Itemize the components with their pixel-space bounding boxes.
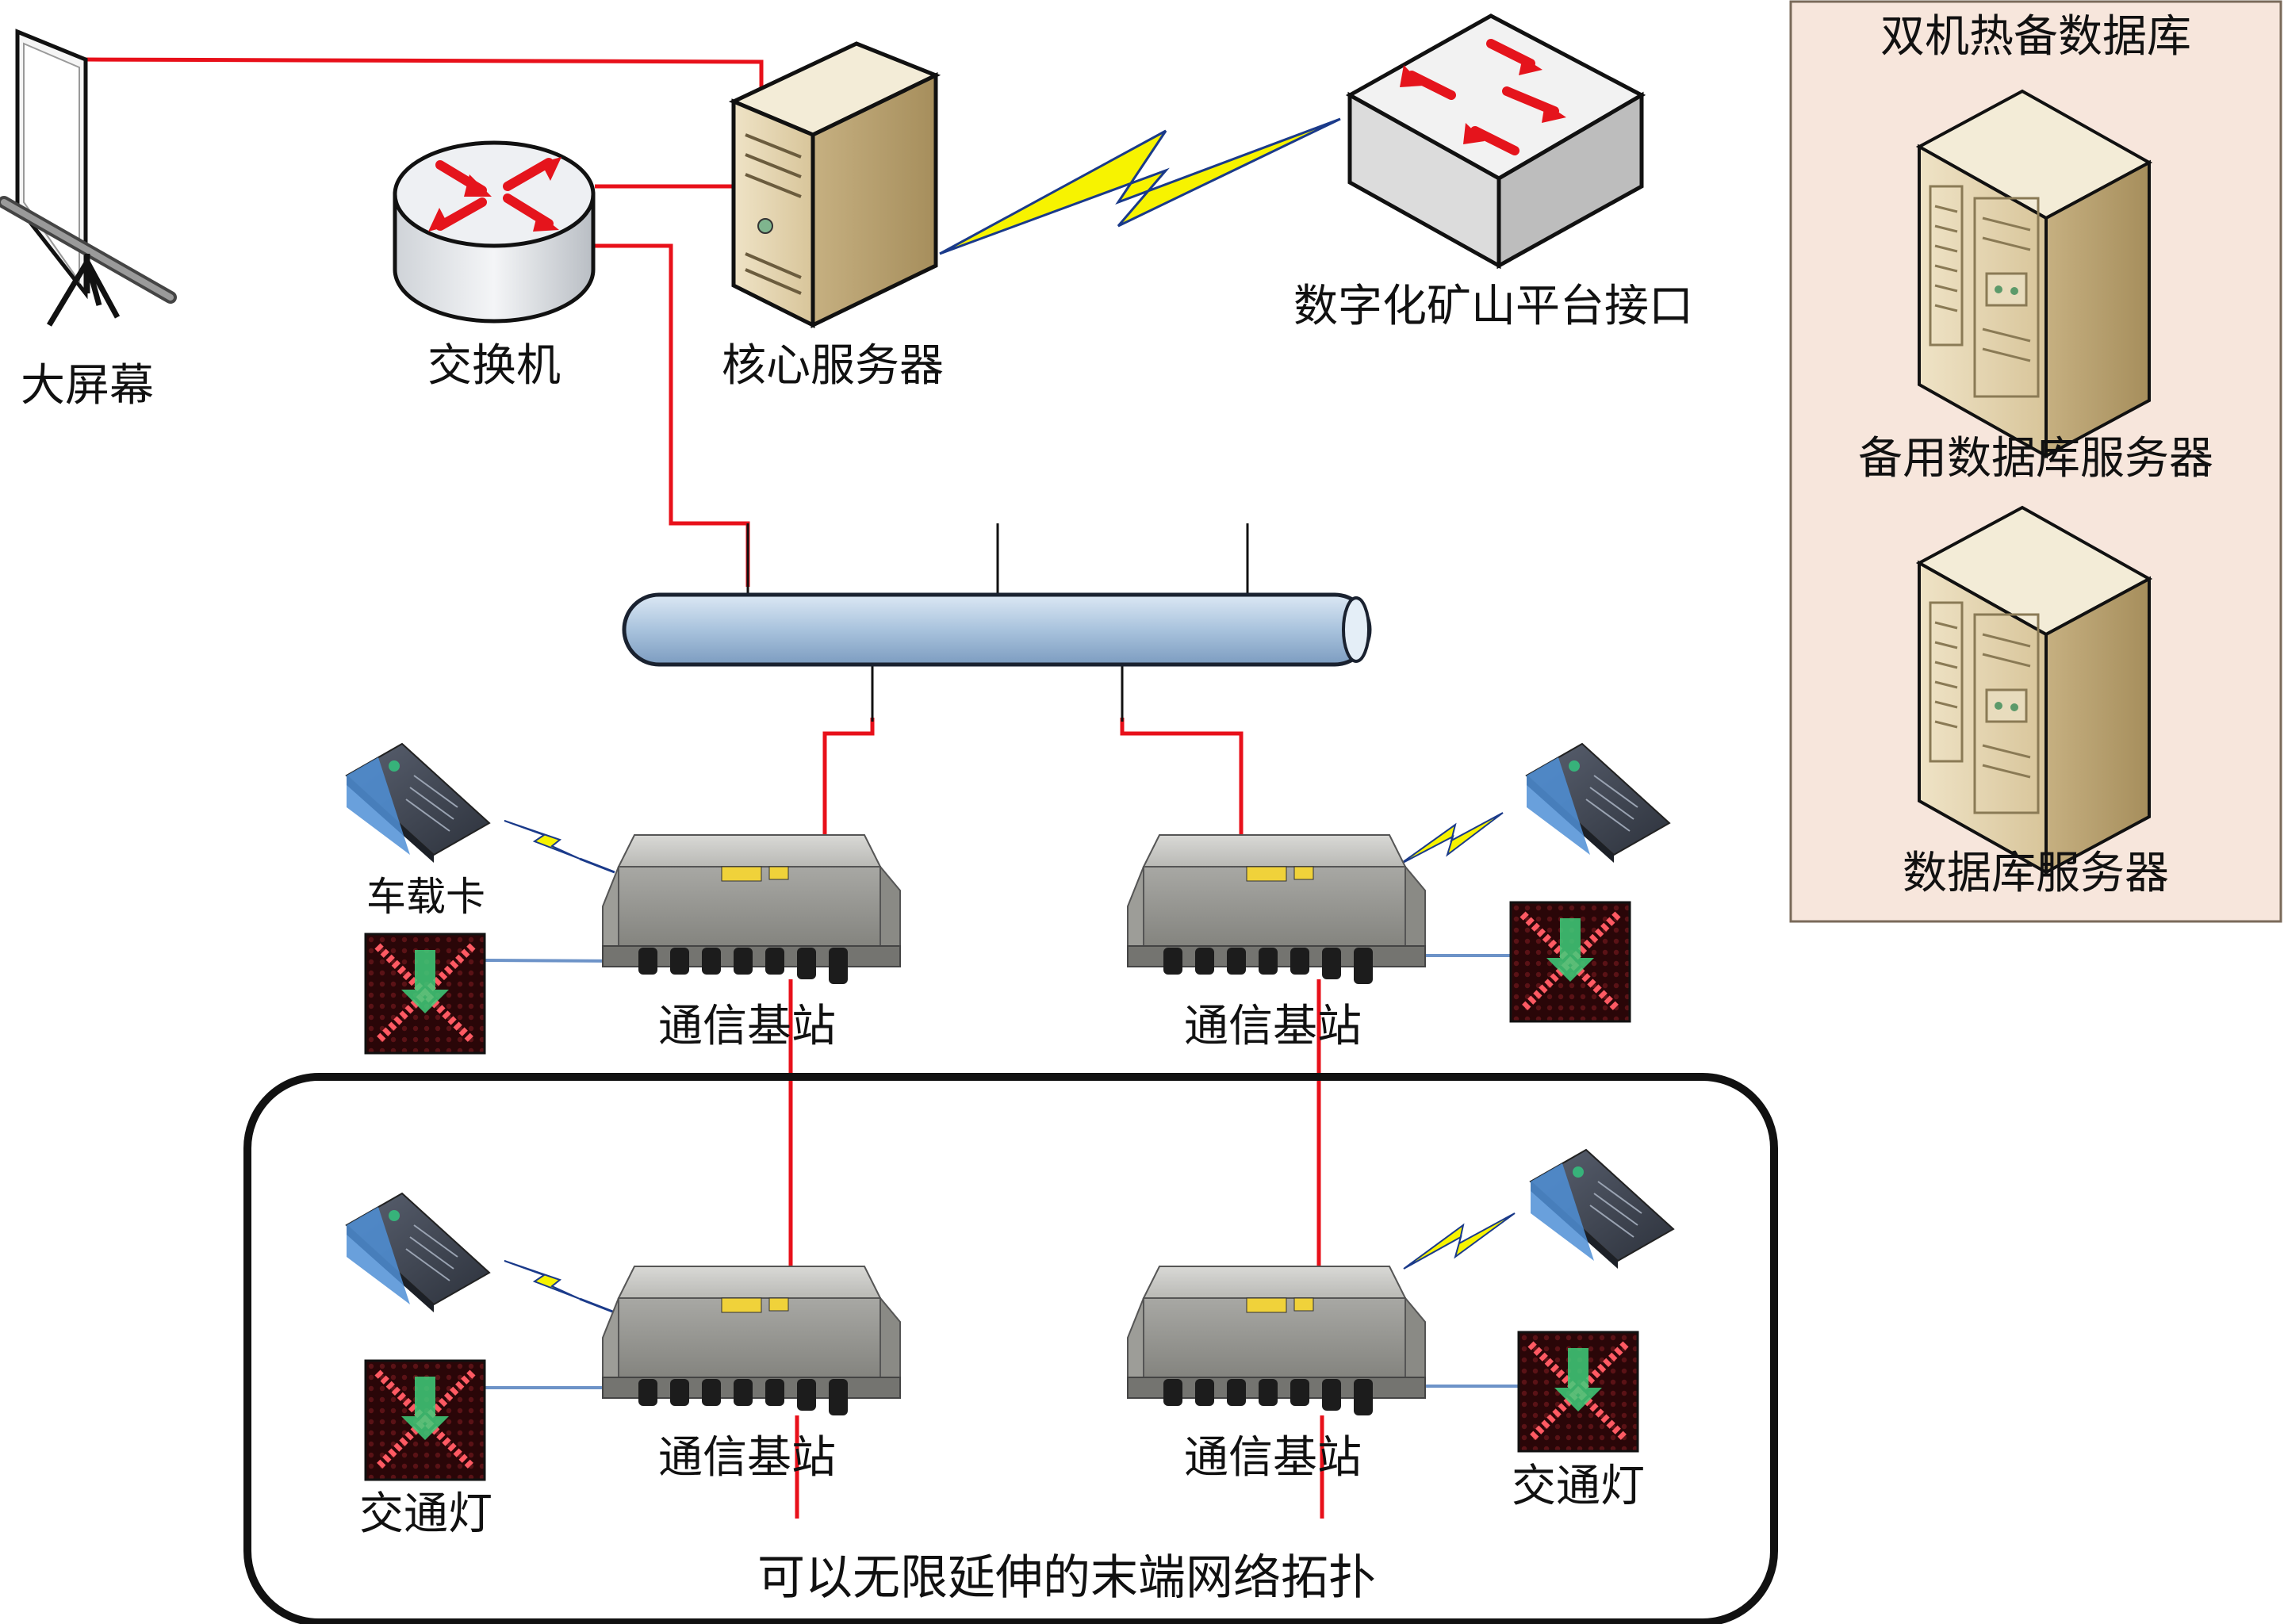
red-links bbox=[85, 57, 1324, 1519]
wireless-link-icon bbox=[1399, 812, 1504, 865]
base-station-box-icon bbox=[602, 1266, 901, 1416]
router-icon bbox=[393, 140, 596, 324]
backup-db-server-icon bbox=[1918, 90, 2151, 458]
traffic-light-label: 交通灯 bbox=[1512, 1461, 1645, 1512]
base-station-label: 通信基站 bbox=[658, 1432, 836, 1484]
db-server-label: 数据库服务器 bbox=[1903, 848, 2169, 899]
vehicle-card-icon bbox=[346, 743, 490, 864]
db-server-icon bbox=[1918, 506, 2151, 874]
traffic-light-icon bbox=[1511, 902, 1630, 1021]
big-screen-label: 大屏幕 bbox=[21, 360, 154, 412]
wireless-tail bbox=[579, 1297, 615, 1314]
base-station-box-icon bbox=[602, 834, 901, 985]
vehicle-card-icon bbox=[346, 1193, 490, 1313]
traffic-light-label: 交通灯 bbox=[359, 1488, 492, 1540]
base-station-label: 通信基站 bbox=[1184, 1432, 1362, 1484]
network-bus-icon bbox=[622, 592, 1372, 667]
projection-screen-icon bbox=[0, 29, 177, 327]
switch-label: 交换机 bbox=[427, 340, 561, 392]
wireless-tail bbox=[579, 857, 615, 874]
base-station-box-icon bbox=[1127, 1266, 1426, 1416]
extensible-network-frame bbox=[243, 1073, 1778, 1624]
base-station-label: 通信基站 bbox=[1184, 1001, 1362, 1052]
vehicle-card-label: 车载卡 bbox=[366, 874, 485, 920]
traffic-light-icon bbox=[366, 934, 485, 1053]
extensible-network-label: 可以无限延伸的末端网络拓扑 bbox=[757, 1550, 1376, 1606]
wireless-link-icon bbox=[504, 1260, 581, 1300]
tower-server-icon bbox=[728, 41, 941, 329]
network-switch-icon bbox=[1345, 13, 1646, 270]
mine-platform-label: 数字化矿山平台接口 bbox=[1293, 281, 1693, 332]
db-panel-title: 双机热备数据库 bbox=[1880, 11, 2191, 63]
vehicle-card-icon bbox=[1526, 743, 1670, 864]
base-station-box-icon bbox=[1127, 834, 1426, 985]
wireless-link-icon bbox=[1403, 1212, 1516, 1270]
vehicle-card-icon bbox=[1530, 1149, 1674, 1270]
core-server-label: 核心服务器 bbox=[722, 340, 944, 392]
traffic-light-icon bbox=[1519, 1332, 1638, 1451]
bus-stubs bbox=[746, 523, 1249, 722]
backup-db-server-label: 备用数据库服务器 bbox=[1858, 433, 2213, 485]
base-station-label: 通信基站 bbox=[658, 1001, 836, 1052]
traffic-light-icon bbox=[366, 1361, 485, 1480]
wireless-link-icon bbox=[939, 117, 1341, 255]
wireless-link-icon bbox=[504, 820, 581, 860]
